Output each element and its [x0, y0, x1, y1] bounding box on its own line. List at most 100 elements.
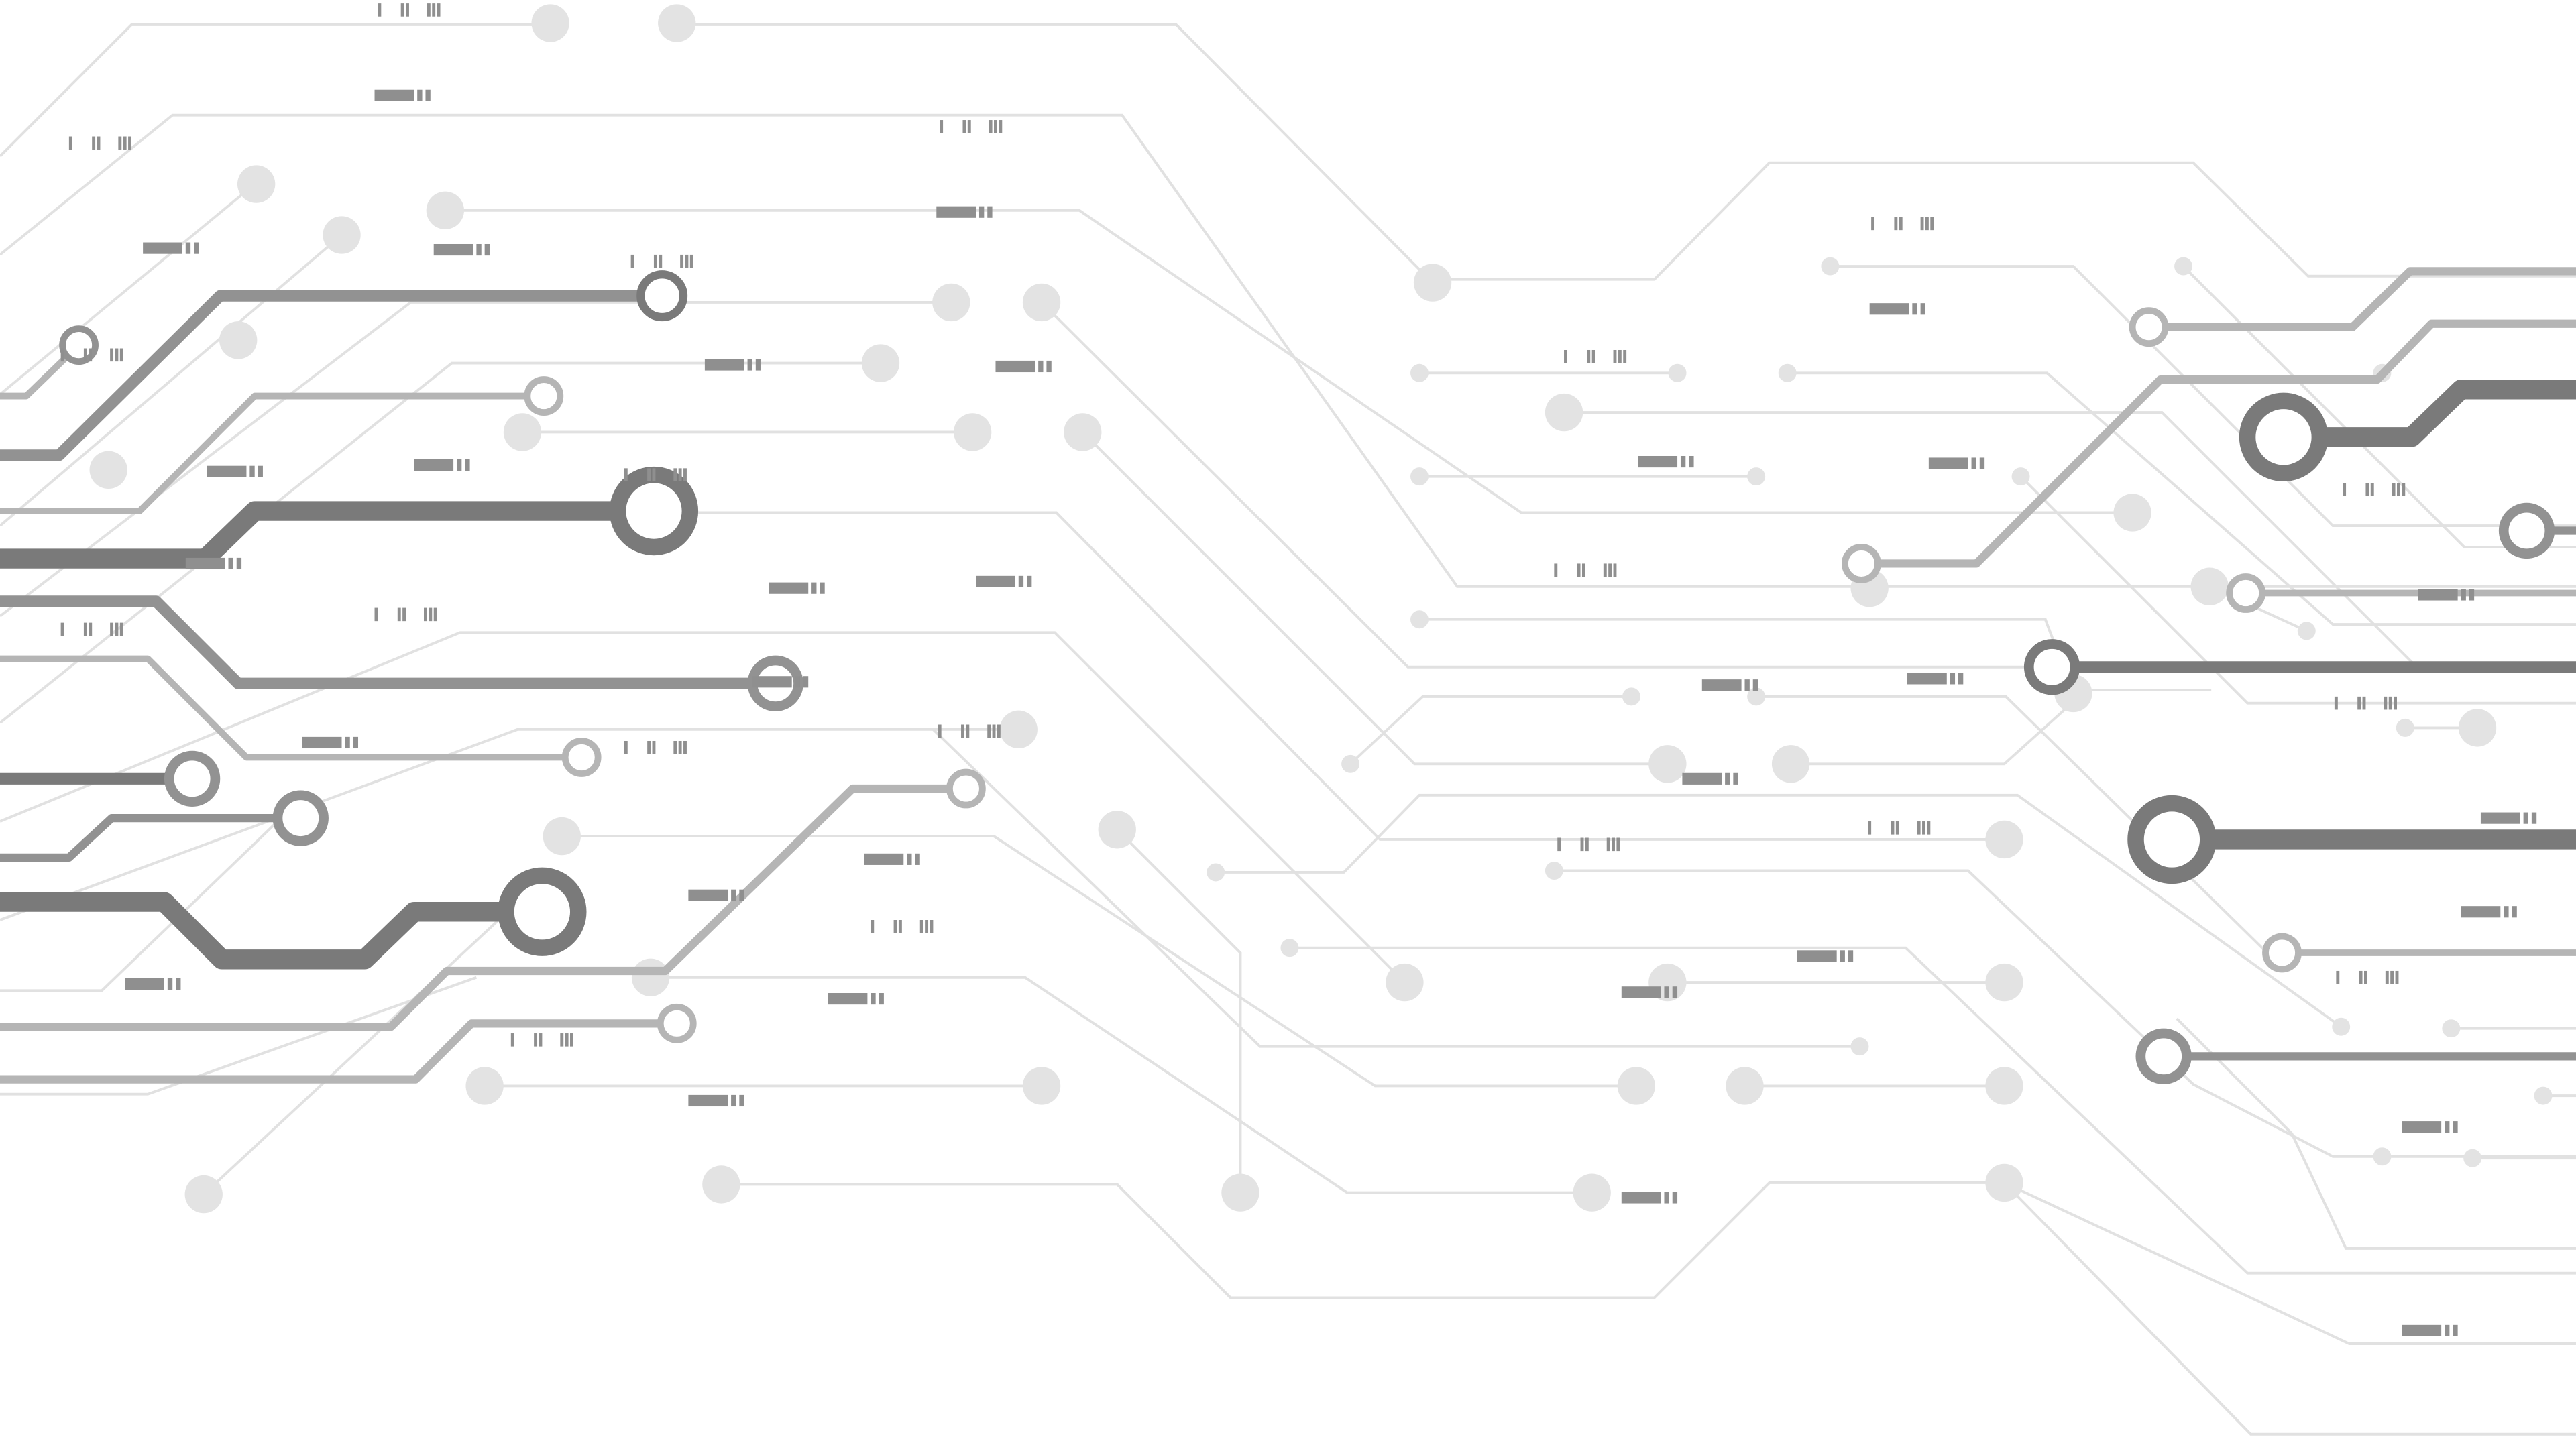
- tick-group: [940, 120, 1003, 133]
- solder-pad: [1413, 264, 1452, 302]
- tick-mark: [118, 136, 122, 150]
- tick-mark: [683, 740, 687, 754]
- tick-group: [378, 3, 441, 17]
- solder-pad: [861, 344, 900, 382]
- via-pad: [2534, 1086, 2553, 1105]
- tick-mark: [1027, 575, 1032, 587]
- tick-mark: [678, 468, 682, 481]
- tick-group: [1557, 837, 1620, 852]
- tick-mark: [510, 1033, 514, 1047]
- tick-mark: [989, 120, 993, 133]
- tick-mark: [110, 622, 114, 636]
- thick-trace: [0, 892, 543, 970]
- tick-bar: [752, 676, 792, 688]
- tick-mark: [2357, 696, 2361, 710]
- tick-mark: [2512, 906, 2517, 918]
- tick-mark: [2363, 970, 2367, 984]
- tick-mark: [673, 468, 677, 481]
- tick-mark: [249, 465, 255, 477]
- thin-trace: [0, 728, 1019, 921]
- tick-mark: [755, 359, 761, 371]
- tick-bar: [143, 242, 182, 254]
- tick-marks: [60, 3, 2537, 1336]
- thin-trace: [0, 113, 2576, 588]
- tick-mark: [123, 136, 127, 150]
- ring-terminal: [609, 466, 699, 556]
- tick-bar: [374, 89, 414, 101]
- tick-mark: [992, 724, 996, 738]
- tick-mark: [2402, 483, 2406, 497]
- tick-mark: [919, 920, 923, 933]
- tick-mark: [2453, 1324, 2458, 1336]
- tick-bar: [1638, 455, 1678, 468]
- tick-group: [1871, 217, 1934, 231]
- tick-mark: [534, 1033, 538, 1047]
- tick-mark: [1564, 349, 1567, 363]
- tick-mark: [565, 1033, 569, 1047]
- thin-trace: [0, 300, 952, 618]
- tick-group: [2334, 696, 2397, 710]
- solder-pad: [219, 321, 258, 359]
- thin-trace: [0, 631, 1406, 984]
- tick-mark: [456, 459, 462, 471]
- tick-mark: [967, 120, 971, 133]
- tick-mark: [465, 459, 470, 471]
- tick-mark: [1606, 837, 1610, 852]
- solder-pad: [1022, 283, 1061, 322]
- tick-bar: [125, 978, 164, 990]
- thin-trace: [1830, 265, 2576, 528]
- tick-mark: [92, 136, 96, 150]
- tick-group: [1907, 673, 1964, 685]
- tick-group: [2336, 970, 2399, 984]
- thick-trace: [0, 784, 966, 1031]
- tick-group: [936, 206, 993, 218]
- tick-group: [143, 242, 199, 254]
- tick-mark: [1920, 217, 1924, 231]
- tick-bar: [2402, 1324, 2442, 1336]
- thin-trace: [1289, 946, 2576, 1275]
- tick-mark: [2396, 483, 2400, 497]
- tick-mark: [747, 359, 752, 371]
- tick-mark: [68, 136, 72, 150]
- ring-terminal: [2135, 1028, 2192, 1084]
- solder-pad: [1545, 393, 1583, 432]
- tick-mark: [1979, 457, 1985, 469]
- thin-trace: [0, 234, 343, 527]
- tick-mark: [630, 254, 634, 268]
- tick-mark: [940, 120, 944, 133]
- tick-mark: [1894, 217, 1898, 231]
- tick-bar: [1907, 673, 1947, 685]
- tick-mark: [2523, 812, 2528, 824]
- tick-mark: [1958, 673, 1964, 685]
- tick-group: [60, 348, 123, 362]
- tick-mark: [1672, 1192, 1678, 1204]
- tick-group: [1701, 679, 1758, 691]
- thick-trace: [0, 392, 544, 514]
- tick-mark: [1920, 303, 1925, 315]
- via-pad: [1821, 257, 1840, 276]
- tick-mark: [2445, 1324, 2450, 1336]
- ring-terminal: [1842, 544, 1881, 583]
- tick-mark: [2334, 696, 2338, 710]
- solder-pad: [1985, 820, 2023, 859]
- tick-mark: [647, 468, 651, 481]
- tick-group: [374, 607, 437, 622]
- tick-mark: [402, 607, 406, 622]
- tick-mark: [400, 3, 404, 17]
- tick-bar: [1701, 679, 1742, 691]
- tick-mark: [1591, 349, 1595, 363]
- tick-group: [704, 359, 761, 371]
- solder-pad: [323, 216, 361, 254]
- tick-mark: [2343, 483, 2347, 497]
- tick-mark: [236, 557, 242, 570]
- tick-bar: [1797, 950, 1837, 962]
- tick-mark: [987, 206, 993, 218]
- thin-traces: [0, 23, 2576, 1436]
- tick-mark: [484, 243, 490, 256]
- tick-mark: [1581, 563, 1585, 577]
- tick-mark: [2469, 589, 2475, 601]
- tick-mark: [624, 468, 628, 481]
- tick-group: [2480, 812, 2537, 824]
- thin-trace: [2019, 475, 2576, 705]
- solder-pad: [1064, 413, 1102, 451]
